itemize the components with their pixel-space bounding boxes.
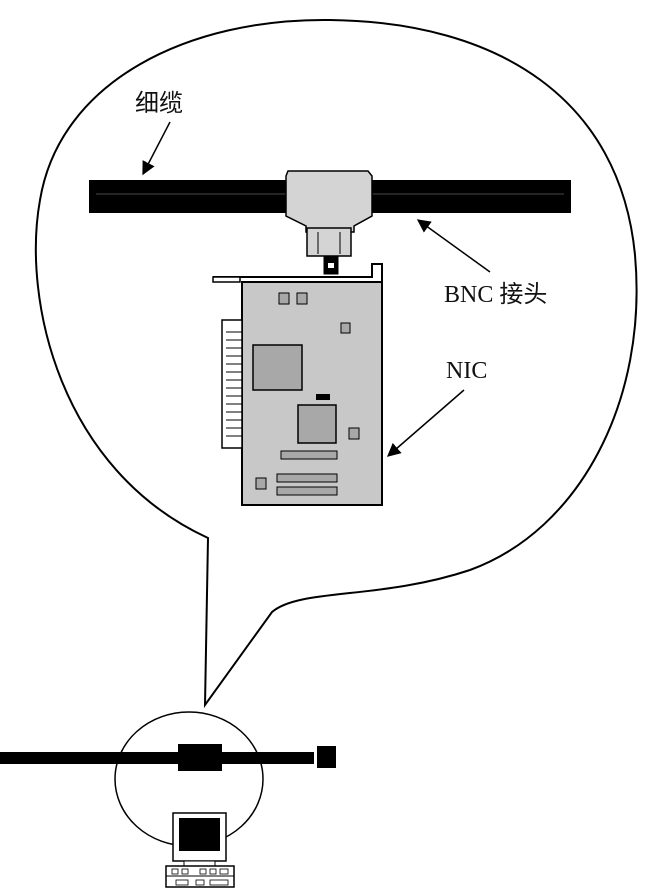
slot xyxy=(276,473,338,483)
edge-connector-pins xyxy=(226,331,242,437)
chip-large xyxy=(252,344,303,391)
chip-small xyxy=(278,292,290,305)
nic-card xyxy=(212,263,383,506)
label-nic: NIC xyxy=(446,358,487,384)
chip-small xyxy=(348,427,360,440)
chip-small xyxy=(340,322,351,334)
label-bnc-connector: BNC 接头 xyxy=(444,281,547,308)
arrow-bnc-connector xyxy=(416,219,491,273)
slot xyxy=(280,450,338,460)
chip-small xyxy=(316,394,330,400)
chip-medium xyxy=(297,404,337,444)
computer-icon xyxy=(165,812,235,888)
slot xyxy=(276,486,338,496)
bnc-t-connector xyxy=(285,170,373,275)
overview-cable xyxy=(0,744,336,771)
label-thin-cable: 细缆 xyxy=(135,89,183,117)
chip-small xyxy=(255,477,267,490)
arrow-thin-cable xyxy=(142,121,171,176)
arrow-nic xyxy=(386,389,465,457)
chip-small xyxy=(296,292,308,305)
